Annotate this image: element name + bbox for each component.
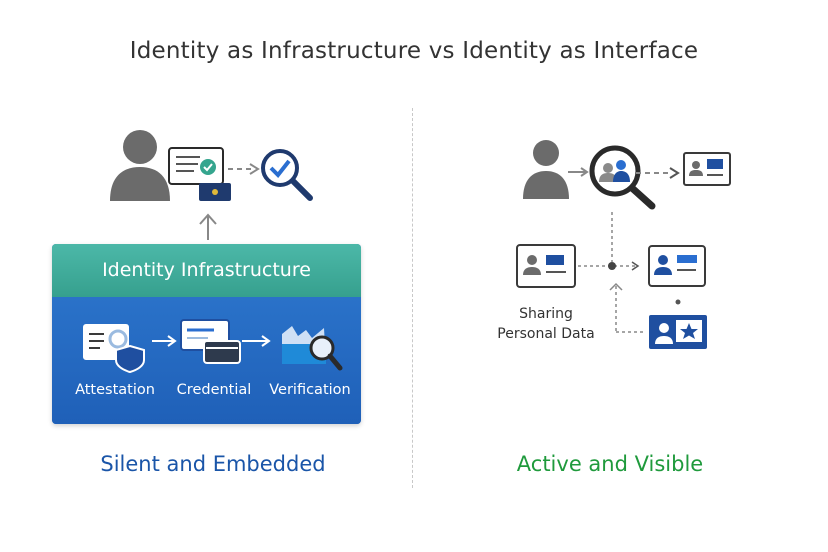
profile-card-icon: [516, 244, 576, 288]
step-label-credential: Credential: [176, 382, 252, 398]
dot-icon: [675, 299, 681, 305]
right-arrow-icon: [152, 335, 177, 347]
star-id-card-icon: [649, 315, 707, 349]
sharing-personal-data-label: Sharing Personal Data: [486, 304, 606, 344]
up-arrow-icon: [199, 213, 217, 240]
infrastructure-header: Identity Infrastructure: [52, 244, 361, 297]
sharing-label-line2: Personal Data: [497, 326, 595, 342]
profile-card-icon: [648, 245, 706, 287]
verification-magnifier-icon: [282, 326, 343, 371]
step-label-verification: Verification: [269, 382, 351, 398]
magnifier-user-icon: [589, 145, 656, 210]
step-label-attestation: Attestation: [75, 382, 155, 398]
document-check-icon: [168, 147, 224, 185]
panel-divider: [412, 108, 413, 488]
credential-cards-icon: [180, 319, 241, 364]
sharing-label-line1: Sharing: [519, 306, 573, 322]
diagram-title: Identity as Infrastructure vs Identity a…: [129, 38, 699, 64]
caption-active-visible: Active and Visible: [516, 452, 704, 476]
id-card-icon: [683, 152, 731, 186]
dashed-arrow-icon: [636, 167, 680, 179]
magnifier-check-icon: [261, 149, 313, 201]
attestation-document-shield-icon: [83, 324, 145, 374]
user-icon: [110, 130, 170, 201]
connector-lines-icon: [578, 212, 646, 333]
user-icon: [523, 140, 569, 199]
wallet-icon: [199, 183, 231, 201]
right-arrow-icon: [242, 335, 271, 347]
dashed-arrow-icon: [228, 163, 260, 175]
identity-infrastructure-box: Identity Infrastructure Attestation Cred…: [52, 244, 361, 424]
caption-silent-embedded: Silent and Embedded: [100, 452, 326, 476]
short-arrow-icon: [568, 167, 589, 177]
